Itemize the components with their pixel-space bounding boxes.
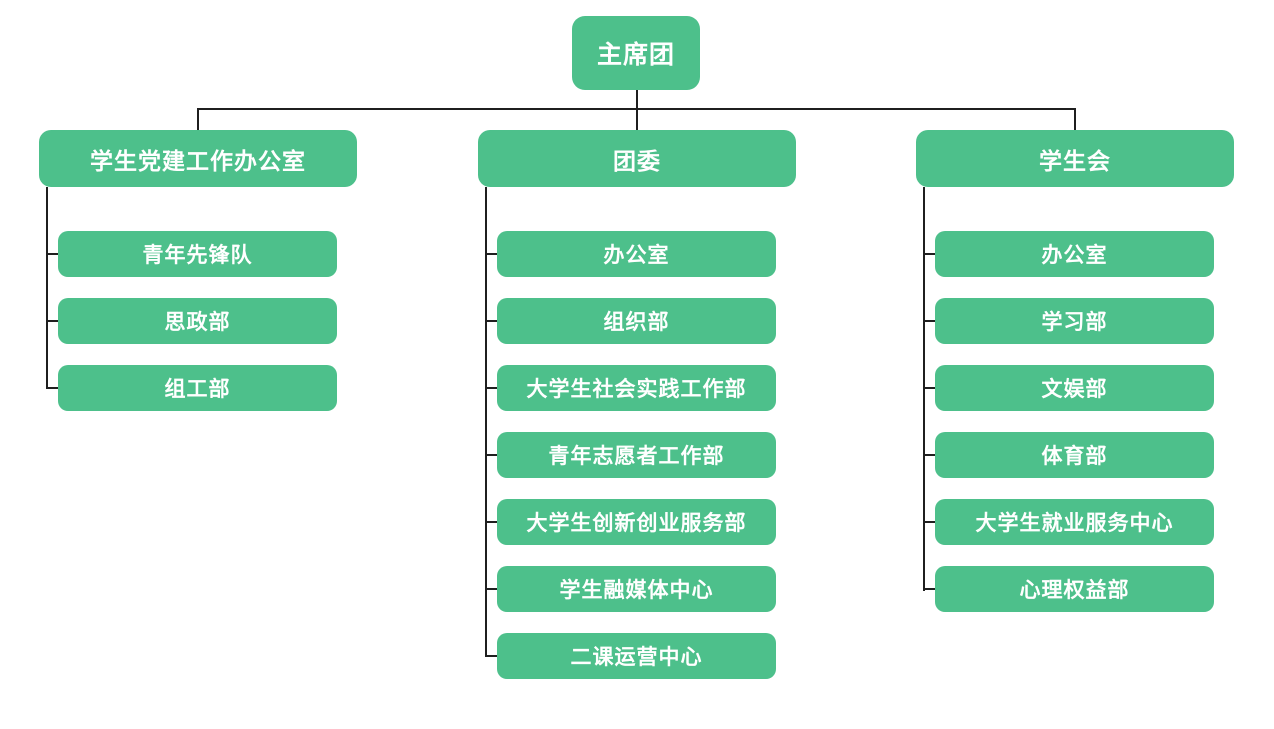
leaf-node[interactable]: 二课运营中心 — [497, 633, 776, 679]
connector-tick — [46, 253, 58, 255]
leaf-node-label: 组织部 — [603, 311, 670, 334]
connector-spine-branch-1 — [46, 187, 48, 389]
connector-drop-branch-2 — [636, 108, 638, 131]
connector-tick — [485, 320, 497, 322]
connector-tick — [485, 655, 497, 657]
connector-tick — [485, 521, 497, 523]
branch-node-label: 学生会 — [1039, 147, 1111, 174]
connector-drop-branch-1 — [197, 108, 199, 131]
leaf-node[interactable]: 大学生就业服务中心 — [935, 499, 1214, 545]
leaf-node[interactable]: 体育部 — [935, 432, 1214, 478]
connector-tick — [485, 387, 497, 389]
connector-tick — [485, 454, 497, 456]
leaf-node[interactable]: 学生融媒体中心 — [497, 566, 776, 612]
leaf-node-label: 青年志愿者工作部 — [548, 445, 725, 468]
connector-spine-branch-2 — [485, 187, 487, 657]
connector-tick — [46, 320, 58, 322]
leaf-node-label: 办公室 — [603, 244, 670, 267]
leaf-node-label: 组工部 — [164, 378, 231, 401]
branch-node-label: 团委 — [613, 147, 661, 174]
leaf-node-label: 大学生社会实践工作部 — [526, 378, 747, 401]
connector-drop-branch-3 — [1074, 108, 1076, 131]
branch-node-label: 学生党建工作办公室 — [90, 147, 306, 174]
connector-tick — [923, 588, 935, 590]
leaf-node[interactable]: 大学生社会实践工作部 — [497, 365, 776, 411]
leaf-node[interactable]: 组工部 — [58, 365, 337, 411]
leaf-node-label: 二课运营中心 — [570, 646, 703, 669]
branch-node-party-office[interactable]: 学生党建工作办公室 — [39, 130, 357, 187]
root-node-label: 主席团 — [596, 41, 675, 69]
root-node[interactable]: 主席团 — [572, 16, 700, 90]
leaf-node[interactable]: 学习部 — [935, 298, 1214, 344]
leaf-node[interactable]: 思政部 — [58, 298, 337, 344]
branch-node-youth-league[interactable]: 团委 — [478, 130, 796, 187]
leaf-node-label: 大学生就业服务中心 — [975, 512, 1174, 535]
leaf-node[interactable]: 大学生创新创业服务部 — [497, 499, 776, 545]
leaf-node[interactable]: 办公室 — [935, 231, 1214, 277]
leaf-node[interactable]: 青年志愿者工作部 — [497, 432, 776, 478]
leaf-node-label: 办公室 — [1041, 244, 1108, 267]
leaf-node-label: 学生融媒体中心 — [559, 579, 714, 602]
leaf-node[interactable]: 青年先锋队 — [58, 231, 337, 277]
leaf-node[interactable]: 心理权益部 — [935, 566, 1214, 612]
connector-root-riser — [636, 90, 638, 110]
connector-tick — [923, 320, 935, 322]
leaf-node-label: 青年先锋队 — [142, 244, 253, 267]
leaf-node-label: 学习部 — [1041, 311, 1108, 334]
connector-tick — [923, 454, 935, 456]
leaf-node-label: 思政部 — [164, 311, 231, 334]
connector-tick — [485, 588, 497, 590]
leaf-node[interactable]: 文娱部 — [935, 365, 1214, 411]
connector-tick — [923, 253, 935, 255]
connector-tick — [923, 521, 935, 523]
connector-tick — [923, 387, 935, 389]
leaf-node[interactable]: 组织部 — [497, 298, 776, 344]
connector-tick — [485, 253, 497, 255]
leaf-node-label: 心理权益部 — [1019, 579, 1130, 602]
leaf-node[interactable]: 办公室 — [497, 231, 776, 277]
connector-tick — [46, 387, 58, 389]
leaf-node-label: 体育部 — [1041, 445, 1108, 468]
connector-spine-branch-3 — [923, 187, 925, 591]
branch-node-student-union[interactable]: 学生会 — [916, 130, 1234, 187]
leaf-node-label: 文娱部 — [1041, 378, 1108, 401]
leaf-node-label: 大学生创新创业服务部 — [526, 512, 747, 535]
